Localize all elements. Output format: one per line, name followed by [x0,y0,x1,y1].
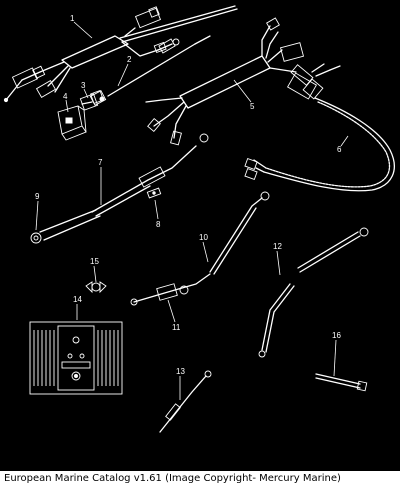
part-11-fuse-cable: 11 [130,273,211,332]
part-16-cable-tie: 16 [315,331,368,392]
callout-7: 7 [98,158,103,167]
part-9-ground-cable: 9 [30,192,101,244]
callout-6: 6 [337,145,342,154]
callout-3: 3 [81,81,86,90]
callout-11: 11 [172,323,181,332]
part-2-sensor-wire: 2 [89,35,211,106]
part-12-cable: 12 [258,227,369,358]
part-5-harness: 5 [145,17,324,146]
part-7-cable: 7 [91,133,209,217]
image-caption: European Marine Catalog v1.61 (Image Cop… [0,471,400,486]
callout-10: 10 [199,233,208,242]
callout-4: 4 [63,92,68,101]
callout-8: 8 [156,220,161,229]
callout-2: 2 [127,55,132,64]
part-1-harness: 1 [3,5,238,103]
callout-5: 5 [250,102,255,111]
part-15-wing-nut: 15 [85,257,107,294]
part-13-probe: 13 [159,367,212,433]
part-4-module: 4 [57,92,93,141]
callout-15: 15 [90,257,99,266]
callout-9: 9 [35,192,40,201]
callout-12: 12 [273,242,282,251]
callout-13: 13 [176,367,185,376]
callout-16: 16 [332,331,341,340]
part-10-cable: 10 [199,191,270,275]
part-8-clamp: 8 [146,187,162,229]
part-14-regulator: 14 [29,295,123,395]
callout-14: 14 [73,295,82,304]
callout-1: 1 [70,14,75,23]
part-6-coil-harness: 6 [244,63,395,192]
parts-diagram: 1 2 3 4 [0,0,400,471]
